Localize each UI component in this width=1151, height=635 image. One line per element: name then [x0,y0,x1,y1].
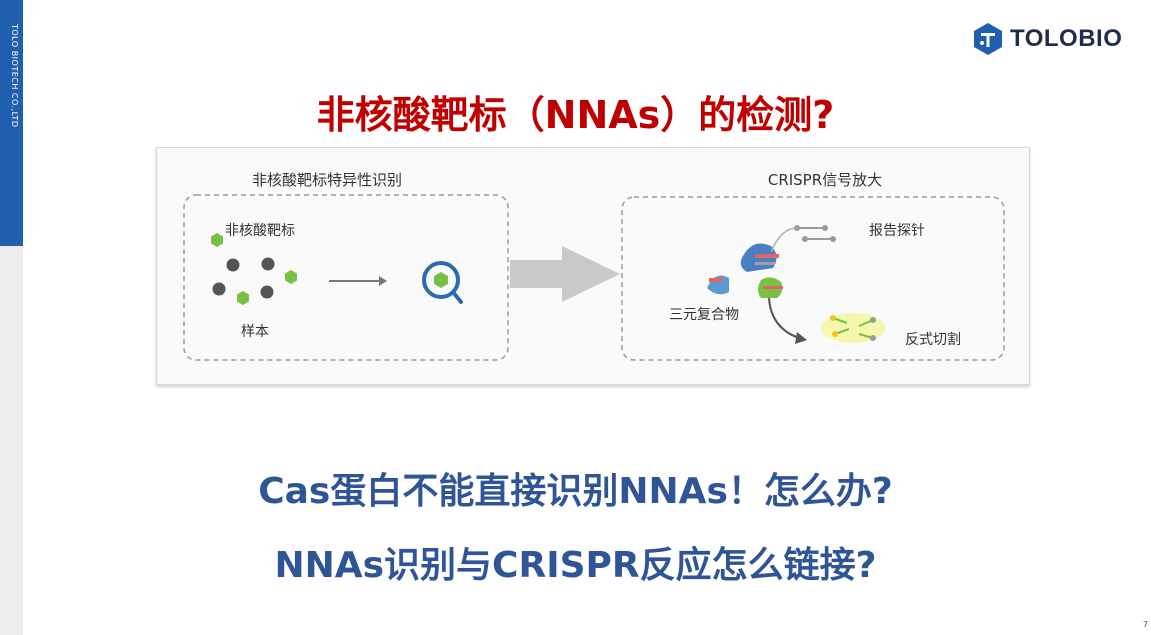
sample-molecule-icon [261,257,275,271]
cleavage-arrow [768,297,800,339]
process-arrow [510,246,620,302]
sample-label: 样本 [241,324,269,340]
logo-text: TOLOBIO [1010,25,1123,52]
target-hexagon-icon [285,270,297,284]
recognition-element-icon [422,261,463,304]
left-panel-title: 非核酸靶标特异性识别 [252,171,402,189]
sample-molecule-icon [212,282,226,296]
question-1: Cas蛋白不能直接识别NNAs！怎么办? [258,471,893,512]
company-name-vertical: TOLO BIOTECH CO.,LTD [10,24,19,128]
cleaved-probe-icon [821,313,885,343]
logo-hexagon-icon [974,23,1002,55]
sample-molecule-icon [260,285,274,299]
ternary-complex-icon [707,243,783,298]
page-number: 7 [1142,620,1148,629]
right-panel-title: CRISPR信号放大 [768,171,882,189]
target-hexagon-icon [211,233,223,247]
target-hexagon-icon [237,291,249,305]
cleavage-arrowhead [795,332,807,344]
binding-arrowhead [379,276,387,286]
recognition-panel [183,194,509,361]
slide-title: 非核酸靶标（NNAs）的检测? [316,93,835,137]
sample-molecule-icon [226,258,240,272]
reporter-probe-icon [770,225,836,253]
question-2: NNAs识别与CRISPR反应怎么链接? [274,545,877,586]
cleavage-label: 反式切割 [905,331,961,348]
target-label: 非核酸靶标 [225,223,295,239]
sidebar-brand-bar: TOLO BIOTECH CO.,LTD [0,0,23,246]
tolobio-logo: TOLOBIO [972,22,1122,56]
complex-label: 三元复合物 [669,306,739,323]
detection-diagram: 非核酸靶标特异性识别 CRISPR信号放大 非核酸靶标 样本 [156,147,1030,385]
probe-label: 报告探针 [869,223,925,239]
amplification-panel [621,196,1005,361]
